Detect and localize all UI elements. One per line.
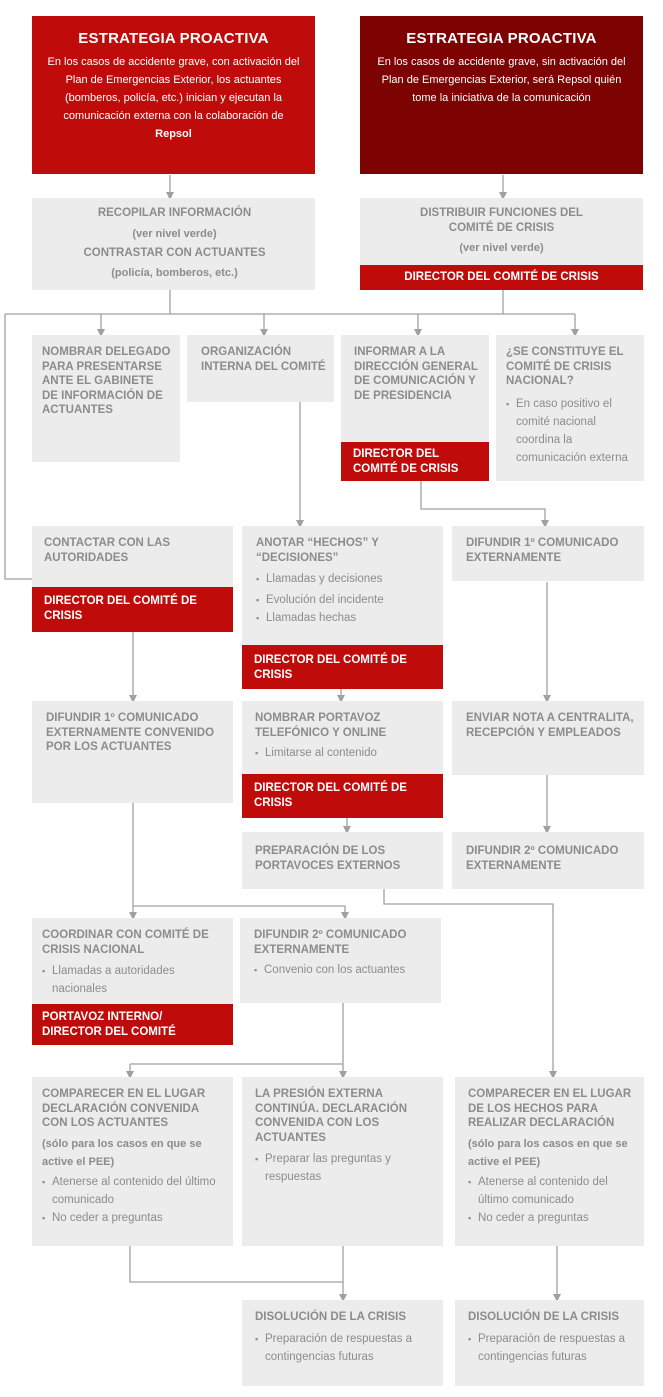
box-title: RECOPILAR INFORMACIÓN — [97, 207, 252, 219]
box-title: PREPARACIÓN DE LOS PORTAVOCES EXTERNOS — [255, 845, 401, 872]
bullet-item: Llamadas a autoridades nacionales — [42, 962, 195, 998]
role-director-comite-crisis: DIRECTOR DEL COMITÉ DE CRISIS — [242, 774, 443, 818]
bullet-item: Atenerse al contenido del último comunic… — [42, 1173, 225, 1209]
box-distribuir-funciones: DISTRIBUIR FUNCIONES DEL COMITÉ DE CRISI… — [360, 198, 643, 265]
bullet-item: En caso positivo el comité nacional coor… — [506, 395, 636, 467]
box-title: DISTRIBUIR FUNCIONES DEL COMITÉ DE CRISI… — [420, 207, 583, 234]
role-director-comite-crisis: DIRECTOR DEL COMITÉ DE CRISIS — [360, 265, 643, 290]
box-enviar-nota: ENVIAR NOTA A CENTRALITA, RECEPCIÓN Y EM… — [452, 701, 644, 775]
box-recopilar-informacion: RECOPILAR INFORMACIÓN (ver nivel verde) … — [32, 198, 315, 290]
header-description: En los casos de accidente grave, sin act… — [377, 56, 626, 104]
bullet-item: Llamadas hechas — [256, 609, 435, 627]
box-title: LA PRESIÓN EXTERNA CONTINÚA. DECLARACIÓN… — [255, 1088, 408, 1144]
box-comite-crisis-nacional: ¿SE CONSTITUYE EL COMITÉ DE CRISIS NACIO… — [496, 335, 644, 481]
box-organizacion-interna: ORGANIZACIÓN INTERNA DEL COMITÉ — [187, 335, 334, 402]
role-director-comite-crisis: DIRECTOR DEL COMITÉ DE CRISIS — [32, 587, 233, 632]
role-portavoz-interno: PORTAVOZ INTERNO/ DIRECTOR DEL COMITÉ — [32, 1004, 233, 1045]
box-nombrar-delegado: NOMBRAR DELEGADO PARA PRESENTARSE ANTE E… — [32, 335, 180, 462]
bullet-item: Preparación de respuestas a contingencia… — [255, 1330, 435, 1366]
box-title: COMPARECER EN EL LUGAR DE LOS HECHOS PAR… — [468, 1088, 632, 1129]
bullet-item: Limitarse al contenido — [255, 744, 435, 762]
box-title: NOMBRAR PORTAVOZ TELEFÓNICO Y ONLINE — [255, 712, 387, 739]
bullet-item: Evolución del incidente — [256, 591, 435, 609]
box-subtitle: (ver nivel verde) — [132, 227, 217, 240]
box-title: DIFUNDIR 2º COMUNICADO EXTERNAMENTE — [254, 929, 407, 956]
bullet-item: Convenio con los actuantes — [254, 961, 433, 979]
header-description: En los casos de accidente grave, con act… — [47, 56, 300, 140]
header-title: ESTRATEGIA PROACTIVA — [78, 30, 269, 47]
box-title: ¿SE CONSTITUYE EL COMITÉ DE CRISIS NACIO… — [506, 346, 624, 387]
box-bullets: Preparación de respuestas a contingencia… — [255, 1330, 435, 1366]
bullet-item: No ceder a preguntas — [42, 1209, 225, 1227]
box-bullets: Atenerse al contenido del último comunic… — [42, 1173, 225, 1227]
box-disolucion-crisis-1: DISOLUCIÓN DE LA CRISIS Preparación de r… — [242, 1300, 443, 1386]
header-proactive-without-pee: ESTRATEGIA PROACTIVA En los casos de acc… — [360, 16, 643, 174]
box-bullets: Atenerse al contenido del último comunic… — [468, 1173, 636, 1227]
box-informar-direccion: INFORMAR A LA DIRECCIÓN GENERAL DE COMUN… — [341, 335, 489, 442]
box-title: NOMBRAR DELEGADO PARA PRESENTARSE ANTE E… — [42, 346, 171, 416]
box-title: DISOLUCIÓN DE LA CRISIS — [255, 1311, 406, 1323]
box-subtitle: (sólo para los casos en que se active el… — [42, 1137, 202, 1168]
box-title-2: CONTRASTAR CON ACTUANTES — [83, 246, 266, 259]
box-contactar-autoridades: CONTACTAR CON LAS AUTORIDADES — [32, 526, 233, 587]
box-difundir-1-convenido: DIFUNDIR 1º COMUNICADO EXTERNAMENTE CONV… — [32, 701, 233, 803]
box-disolucion-crisis-2: DISOLUCIÓN DE LA CRISIS Preparación de r… — [455, 1300, 644, 1386]
box-title: DIFUNDIR 1º COMUNICADO EXTERNAMENTE — [466, 537, 619, 564]
box-title: COORDINAR CON COMITÉ DE CRISIS NACIONAL — [42, 929, 209, 956]
bullet-item: Atenerse al contenido del último comunic… — [468, 1173, 636, 1209]
box-anotar-hechos: ANOTAR “HECHOS” Y “DECISIONES” Llamadas … — [242, 526, 443, 645]
box-difundir-2-comunicado: DIFUNDIR 2º COMUNICADO EXTERNAMENTE — [452, 832, 644, 889]
box-title: DIFUNDIR 2º COMUNICADO EXTERNAMENTE — [466, 845, 619, 872]
box-bullets: Preparación de respuestas a contingencia… — [468, 1330, 636, 1366]
box-title: ANOTAR “HECHOS” Y “DECISIONES” — [256, 537, 379, 564]
box-preparacion-portavoces: PREPARACIÓN DE LOS PORTAVOCES EXTERNOS — [242, 832, 443, 889]
box-subtitle: (ver nivel verde) — [459, 242, 544, 254]
box-title: DIFUNDIR 1º COMUNICADO EXTERNAMENTE CONV… — [46, 712, 215, 753]
role-director-comite-crisis: DIRECTOR DEL COMITÉ DE CRISIS — [341, 442, 489, 481]
box-bullets: En caso positivo el comité nacional coor… — [506, 395, 636, 467]
bullet-item: Llamadas y decisiones — [256, 570, 435, 588]
header-proactive-with-pee: ESTRATEGIA PROACTIVA En los casos de acc… — [32, 16, 315, 174]
box-title: INFORMAR A LA DIRECCIÓN GENERAL DE COMUN… — [354, 346, 478, 402]
header-title: ESTRATEGIA PROACTIVA — [406, 30, 597, 47]
box-bullets: Llamadas y decisiones Evolución del inci… — [256, 570, 435, 627]
box-presion-externa: LA PRESIÓN EXTERNA CONTINÚA. DECLARACIÓN… — [242, 1077, 443, 1246]
box-bullets: Preparar las preguntas y respuestas — [255, 1150, 393, 1186]
bullet-item: No ceder a preguntas — [468, 1209, 636, 1227]
box-bullets: Convenio con los actuantes — [254, 961, 433, 979]
box-portavoz-telefonico: NOMBRAR PORTAVOZ TELEFÓNICO Y ONLINE Lim… — [242, 701, 443, 774]
box-title: ENVIAR NOTA A CENTRALITA, RECEPCIÓN Y EM… — [466, 712, 634, 739]
box-title: COMPARECER EN EL LUGAR DECLARACIÓN CONVE… — [42, 1088, 206, 1129]
box-bullets: Limitarse al contenido — [255, 744, 435, 762]
role-director-comite-crisis: DIRECTOR DEL COMITÉ DE CRISIS — [242, 645, 443, 689]
box-title: CONTACTAR CON LAS AUTORIDADES — [44, 537, 171, 564]
box-coordinar-comite-nacional: COORDINAR CON COMITÉ DE CRISIS NACIONAL … — [32, 918, 233, 1004]
box-comparecer-hechos: COMPARECER EN EL LUGAR DE LOS HECHOS PAR… — [455, 1077, 644, 1246]
box-bullets: Llamadas a autoridades nacionales — [42, 962, 195, 998]
box-subtitle-2: (policía, bomberos, etc.) — [111, 267, 238, 279]
box-title: DISOLUCIÓN DE LA CRISIS — [468, 1311, 619, 1323]
box-subtitle: (sólo para los casos en que se active el… — [468, 1137, 628, 1168]
box-comparecer-convenida: COMPARECER EN EL LUGAR DECLARACIÓN CONVE… — [32, 1077, 233, 1246]
box-difundir-1-comunicado: DIFUNDIR 1º COMUNICADO EXTERNAMENTE — [452, 526, 644, 581]
bullet-item: Preparación de respuestas a contingencia… — [468, 1330, 636, 1366]
box-difundir-2-convenido: DIFUNDIR 2º COMUNICADO EXTERNAMENTE Conv… — [240, 918, 441, 1003]
box-title: ORGANIZACIÓN INTERNA DEL COMITÉ — [201, 346, 326, 373]
bullet-item: Preparar las preguntas y respuestas — [255, 1150, 393, 1186]
